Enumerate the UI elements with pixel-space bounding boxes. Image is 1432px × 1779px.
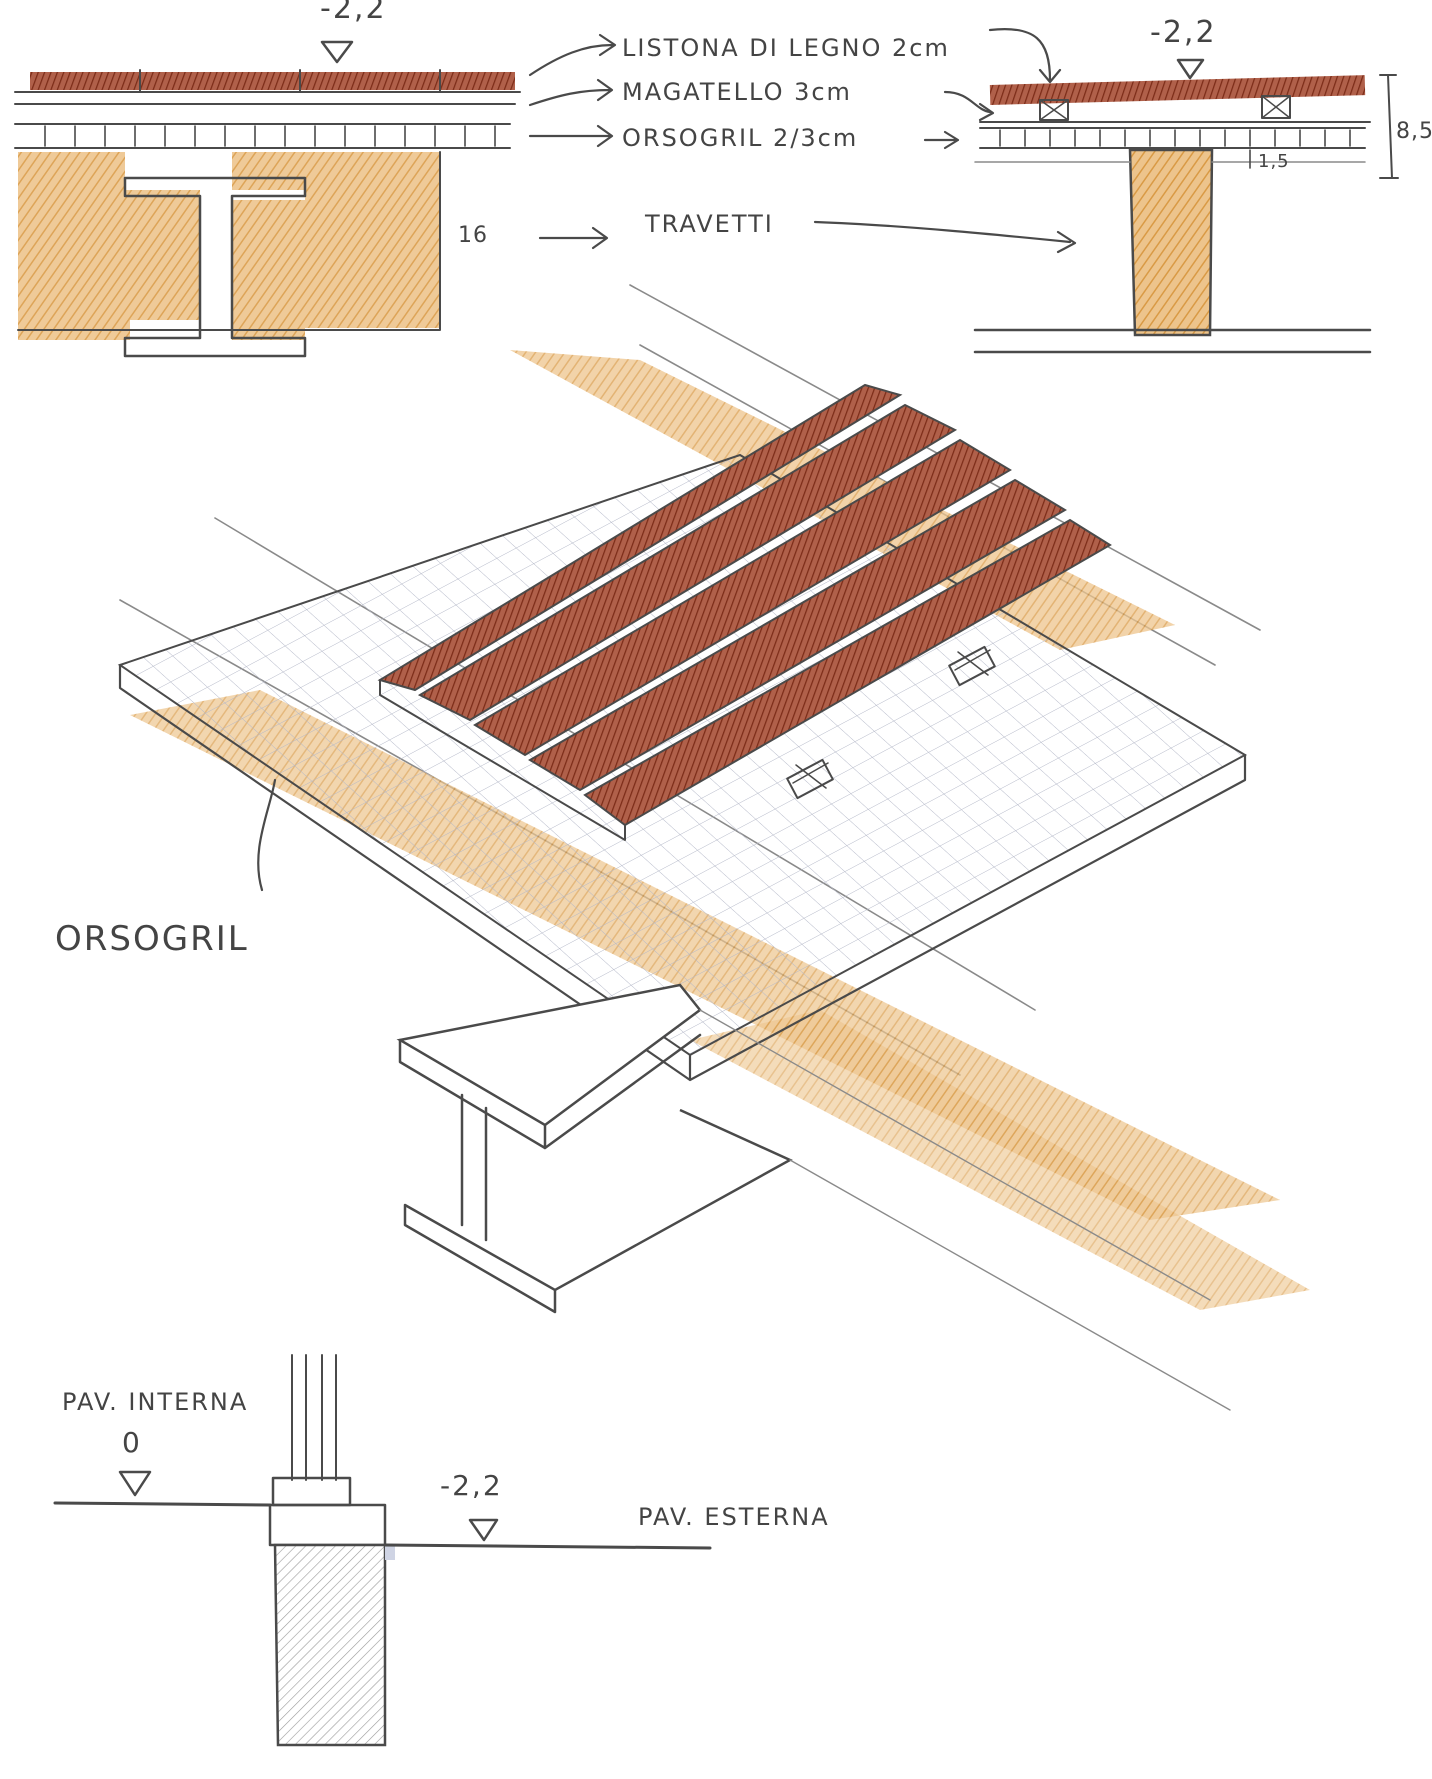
level-marker-triangle-icon bbox=[320, 40, 354, 64]
steel-i-beam-axo bbox=[396, 983, 1231, 1411]
legend-travetti: TRAVETTI bbox=[644, 210, 774, 238]
level-label-left: -2,2 bbox=[320, 0, 387, 26]
deck-boards-axo bbox=[377, 383, 1112, 841]
steel-i-beam-section bbox=[123, 176, 307, 358]
dim-small-label: 1,5 bbox=[1258, 151, 1290, 172]
threshold-detail: PAV. INTERNA 0 -2,2 PAV. ESTERNA bbox=[53, 1354, 830, 1747]
interior-level: 0 bbox=[122, 1426, 142, 1459]
section-right: -2,2 8,5 1,5 bbox=[973, 15, 1432, 354]
level-marker-triangle-icon bbox=[118, 1470, 152, 1497]
dim-total-label: 8,5 bbox=[1396, 119, 1432, 144]
deck-boards-right bbox=[989, 75, 1366, 105]
legend-layer-orsogril: ORSOGRIL 2/3cm bbox=[622, 124, 858, 152]
level-marker-triangle-icon bbox=[1176, 58, 1205, 80]
axonometric-view: ORSOGRIL bbox=[55, 284, 1310, 1411]
grating-ticks-right bbox=[999, 129, 1351, 147]
section-left: -2,2 16 bbox=[14, 0, 521, 358]
legend: LISTONA DI LEGNO 2cm MAGATELLO 3cm ORSOG… bbox=[528, 28, 1077, 254]
timber-joist bbox=[1128, 148, 1214, 337]
floor-block-left bbox=[18, 152, 200, 340]
dim-height-label: 16 bbox=[458, 223, 488, 248]
grating-label: ORSOGRIL bbox=[55, 919, 249, 959]
grating-ticks-left bbox=[44, 125, 496, 147]
exterior-floor-label: PAV. ESTERNA bbox=[638, 1503, 830, 1531]
floor-block-right bbox=[232, 152, 440, 340]
legend-layer-wood: LISTONA DI LEGNO 2cm bbox=[622, 34, 950, 62]
deck-boards bbox=[30, 72, 515, 90]
exterior-level: -2,2 bbox=[440, 1469, 503, 1502]
interior-floor-label: PAV. INTERNA bbox=[62, 1388, 248, 1416]
arrow-icon bbox=[528, 33, 617, 77]
level-label-right: -2,2 bbox=[1150, 15, 1217, 50]
door-sill bbox=[271, 1476, 352, 1507]
level-marker-triangle-icon bbox=[468, 1518, 499, 1542]
foundation-wall bbox=[273, 1543, 387, 1747]
legend-layer-magatello: MAGATELLO 3cm bbox=[622, 78, 852, 106]
